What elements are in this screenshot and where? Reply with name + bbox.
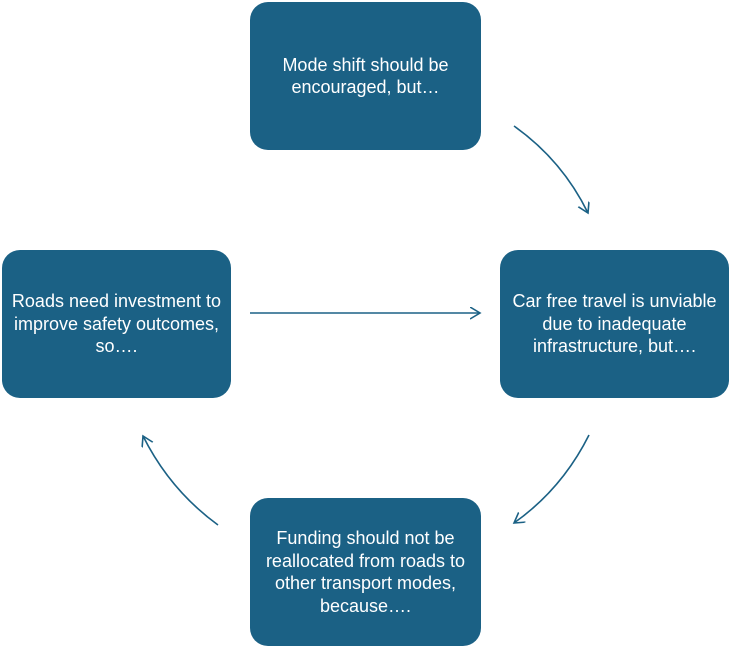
- arrow-top-to-right: [513, 125, 588, 213]
- arrow-bottom-to-left: [143, 436, 219, 526]
- node-funding-reallocation: Funding should not be reallocated from r…: [250, 498, 481, 646]
- node-car-free-travel: Car free travel is unviable due to inade…: [500, 250, 729, 398]
- node-mode-shift: Mode shift should be encouraged, but…: [250, 2, 481, 150]
- node-mode-shift-text: Mode shift should be encouraged, but…: [282, 54, 449, 98]
- node-roads-investment: Roads need investment to improve safety …: [2, 250, 231, 398]
- node-roads-investment-text: Roads need investment to improve safety …: [11, 291, 222, 357]
- arrow-right-to-bottom: [514, 434, 590, 523]
- node-funding-reallocation-text: Funding should not be reallocated from r…: [265, 528, 466, 616]
- node-car-free-travel-text: Car free travel is unviable due to inade…: [512, 291, 717, 357]
